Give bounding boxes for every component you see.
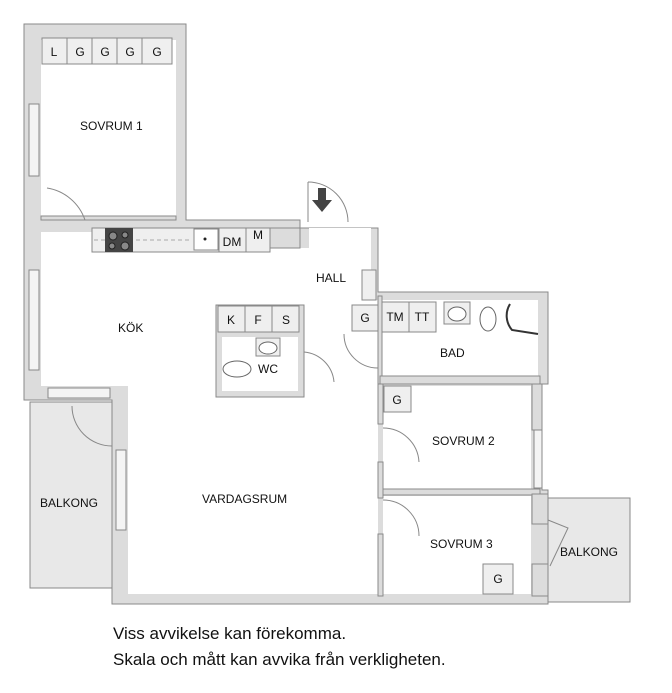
wardrobe-label: L xyxy=(51,45,58,59)
room-label-sovrum1: SOVRUM 1 xyxy=(80,119,143,133)
closet-label: S xyxy=(282,313,290,327)
dishwasher-label: DM xyxy=(223,235,242,249)
wardrobe-label: G xyxy=(125,45,134,59)
wardrobe-label: G xyxy=(75,45,84,59)
disclaimer-line-1: Viss avvikelse kan förekomma. xyxy=(113,624,347,643)
internal-walls xyxy=(40,215,549,597)
disclaimer-line-2: Skala och mått kan avvika från verklighe… xyxy=(113,650,446,669)
dryer-label: TT xyxy=(415,310,430,324)
room-label-wc: WC xyxy=(258,362,278,376)
bad-block: TM TT BAD xyxy=(343,301,539,369)
kitchen-counter: DM M xyxy=(91,227,271,253)
washer-label: TM xyxy=(386,310,403,324)
wardrobe-label: G xyxy=(152,45,161,59)
room-label-bad: BAD xyxy=(440,346,465,360)
closet-label: F xyxy=(254,313,261,327)
room-label-sovrum2: SOVRUM 2 xyxy=(432,434,495,448)
door-swing xyxy=(46,187,86,221)
room-label-kok: KÖK xyxy=(118,321,143,335)
closet-label: K xyxy=(227,313,235,327)
room-label-sovrum3: SOVRUM 3 xyxy=(430,537,493,551)
room-label-balkong-west: BALKONG xyxy=(40,496,98,510)
shower-icon xyxy=(505,303,539,335)
sovrum3-wardrobe-label: G xyxy=(493,572,502,586)
room-label-vardagsrum: VARDAGSRUM xyxy=(202,492,287,506)
hall-wardrobe-label: G xyxy=(360,311,369,325)
windows xyxy=(28,103,543,531)
toilet-icon xyxy=(479,306,497,332)
toilet-icon xyxy=(222,360,252,378)
wardrobe-label: G xyxy=(100,45,109,59)
room-label-balkong-east: BALKONG xyxy=(560,545,618,559)
room-label-hall: HALL xyxy=(316,271,346,285)
sovrum2-wardrobe-label: G xyxy=(392,393,401,407)
balkong-east: BALKONG xyxy=(547,497,631,603)
entrance-arrow-icon xyxy=(312,188,332,212)
balkong-west: BALKONG xyxy=(29,401,113,589)
entrance-door xyxy=(307,181,349,223)
sovrum1-wardrobes: L G G G G xyxy=(41,37,173,65)
microwave-label: M xyxy=(253,228,263,242)
wc-block: K F S WC xyxy=(215,304,335,398)
